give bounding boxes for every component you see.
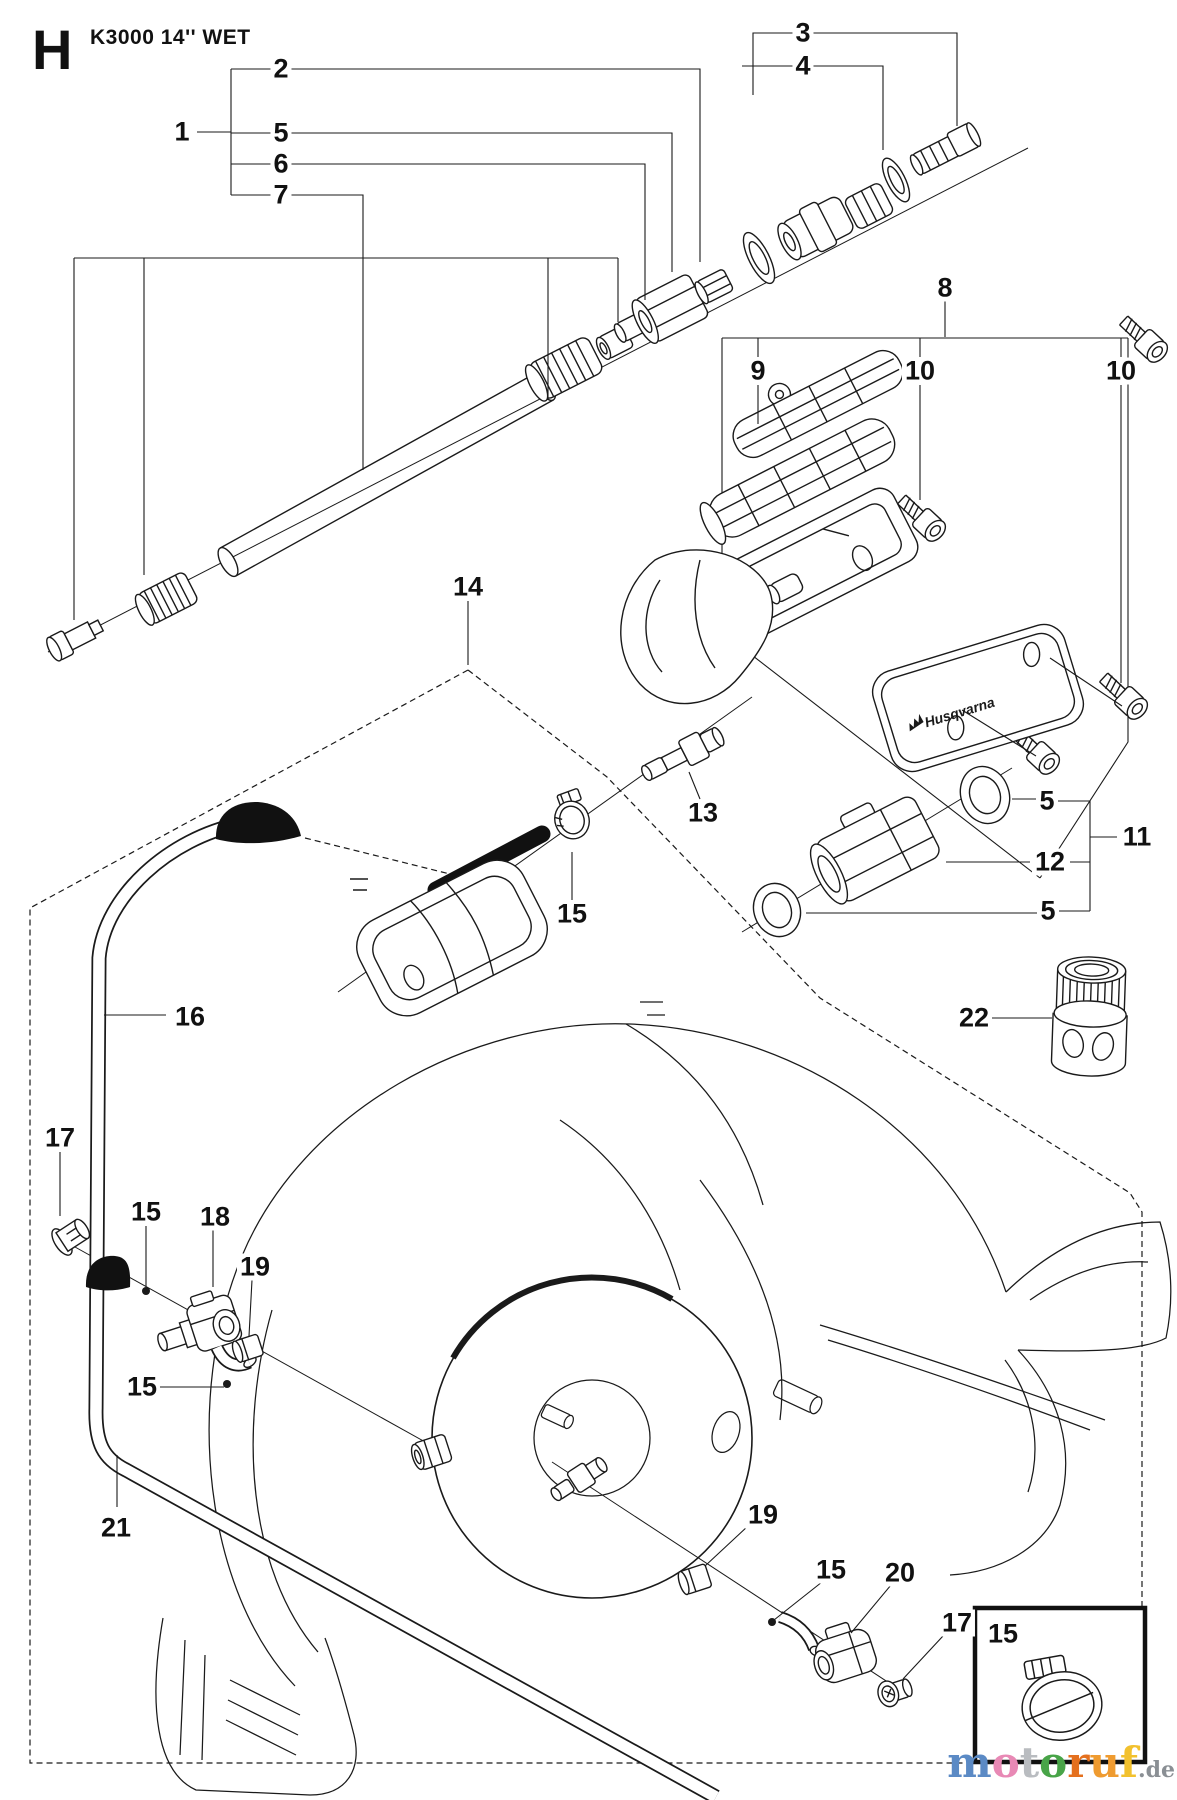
callout-14: 14 — [449, 573, 487, 601]
callout-15: 15 — [553, 900, 591, 928]
callout-15: 15 — [127, 1198, 165, 1226]
callout-3: 3 — [792, 19, 814, 47]
motoruf-watermark: motoruf.de — [0, 1742, 1175, 1784]
watermark-letter: m — [947, 1738, 992, 1787]
coupling-nut-large — [631, 274, 709, 345]
callout-20: 20 — [881, 1559, 919, 1587]
knurled-nut-left — [134, 572, 198, 626]
husqvarna-crown-icon — [909, 713, 924, 732]
hose-coupling-22 — [1050, 956, 1128, 1077]
handle-assembly-parts: Husqvarna — [620, 310, 1173, 779]
frame-tube — [85, 801, 720, 1800]
callout-21: 21 — [97, 1514, 135, 1542]
washer-ring-large — [742, 231, 776, 285]
small-nut — [694, 269, 734, 305]
watermark-letter: t — [1019, 1738, 1040, 1787]
callout-15: 15 — [123, 1373, 161, 1401]
guard-mount-nut — [410, 1434, 453, 1471]
water-valve-group — [51, 1218, 453, 1471]
page-title: K3000 14'' WET — [90, 26, 251, 49]
page-letter: H — [32, 18, 73, 81]
callout-5: 5 — [270, 119, 292, 147]
callout-9: 9 — [747, 357, 769, 385]
callout-17: 17 — [938, 1609, 976, 1637]
hose-clamp-15 — [554, 788, 590, 840]
socket-screw — [1094, 667, 1153, 724]
callout-4: 4 — [792, 52, 814, 80]
callout-10: 10 — [1102, 357, 1140, 385]
callout-22: 22 — [955, 1004, 993, 1032]
water-valve-18 — [157, 1290, 257, 1372]
callout-1: 1 — [171, 118, 193, 146]
bottom-fitting-group — [550, 1456, 913, 1708]
handle-shell-upper — [732, 349, 904, 459]
ribbed-coupling-end — [844, 183, 894, 229]
knurled-sleeve — [524, 337, 603, 402]
callout-11: 11 — [1119, 823, 1155, 851]
callout-17: 17 — [41, 1124, 79, 1152]
callout-15: 15 — [812, 1556, 850, 1584]
callout-18: 18 — [196, 1203, 234, 1231]
coupling-12 — [809, 796, 940, 905]
watermark-tld: .de — [1137, 1757, 1175, 1783]
watermark-letter: o — [991, 1738, 1020, 1787]
washer-5-lower — [752, 882, 802, 938]
hose-assembly-exploded — [46, 122, 982, 662]
rubber-elbow-top — [215, 801, 301, 844]
nut-19 — [231, 1333, 264, 1363]
end-cap — [946, 122, 982, 157]
hose-nipple — [46, 619, 105, 662]
callout-16: 16 — [171, 1003, 209, 1031]
callout-13: 13 — [684, 799, 722, 827]
callout-7: 7 — [270, 181, 292, 209]
callout-leader-lines — [59, 32, 1128, 1680]
cap-17-lower — [877, 1678, 913, 1708]
barb-fitting — [550, 1456, 608, 1502]
nipple-13 — [641, 726, 725, 782]
washer-ring-small — [881, 157, 911, 203]
coupling-washer-group — [752, 765, 1011, 938]
inset-hose-clamp — [1021, 1654, 1103, 1741]
nut-19-lower — [677, 1563, 712, 1596]
water-hose-tube — [217, 370, 557, 578]
rubber-elbow-left — [85, 1255, 131, 1291]
callout-5: 5 — [1037, 897, 1059, 925]
callout-2: 2 — [270, 55, 292, 83]
callout-10: 10 — [901, 357, 939, 385]
handle-shell-lower — [699, 418, 896, 545]
watermark-letter: r — [1067, 1738, 1090, 1787]
callout-15: 15 — [984, 1620, 1022, 1648]
watermark-letter: f — [1119, 1738, 1138, 1787]
threaded-coupling — [777, 196, 854, 261]
handle-grip-body — [620, 549, 774, 705]
callout-6: 6 — [270, 150, 292, 178]
washer-5-upper — [959, 765, 1011, 825]
watermark-letter: o — [1039, 1738, 1068, 1787]
callout-12: 12 — [1031, 848, 1069, 876]
callout-5: 5 — [1036, 787, 1058, 815]
watermark-letter: u — [1089, 1738, 1120, 1787]
coupling-20 — [813, 1621, 878, 1684]
nozzle-bracket-group — [350, 726, 725, 1017]
husqvarna-cover: Husqvarna — [871, 623, 1085, 773]
callout-19: 19 — [236, 1253, 274, 1281]
motoruf-letters: motoruf — [947, 1738, 1138, 1787]
mounting-bracket — [356, 859, 548, 1017]
cap-17 — [51, 1218, 91, 1256]
dashed-region-boundary — [29, 669, 1143, 1764]
callout-19: 19 — [744, 1501, 782, 1529]
callout-8: 8 — [934, 274, 956, 302]
